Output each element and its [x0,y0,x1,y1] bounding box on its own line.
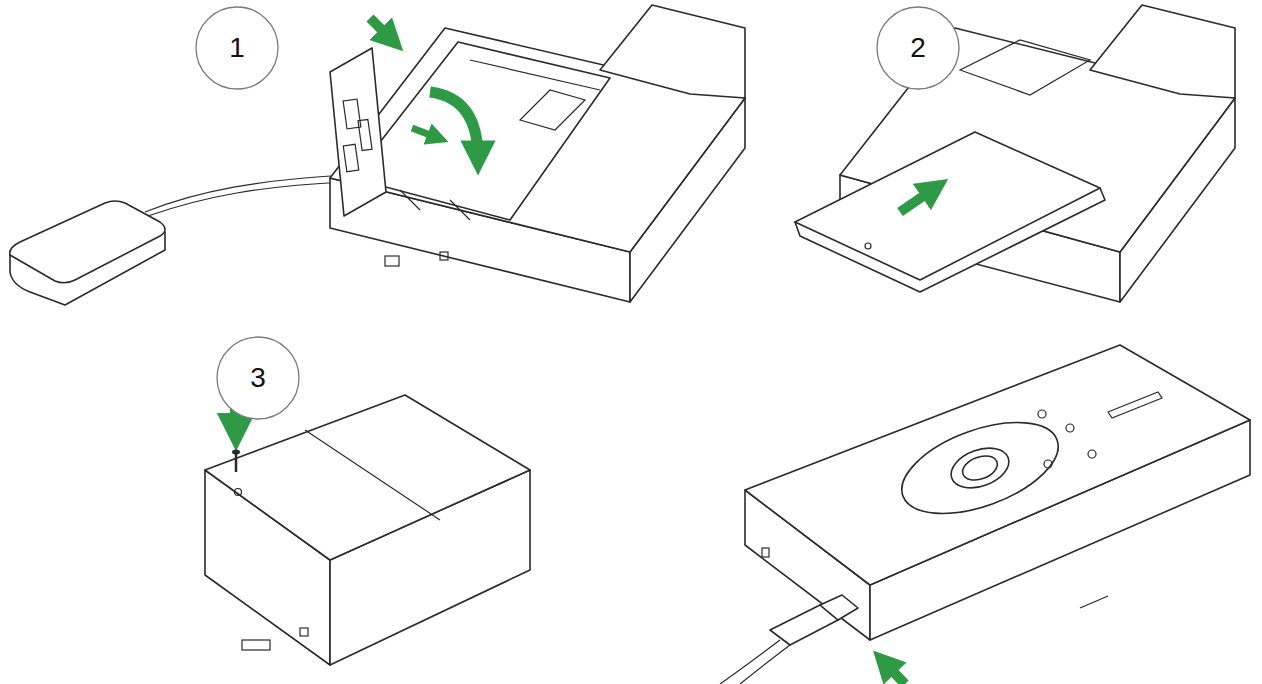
callout-circle: 3 [216,336,300,420]
sim-holder [330,48,386,216]
callout-number: 3 [250,362,266,394]
green-arrows-step1 [370,18,478,158]
callout-circle: 1 [195,6,279,90]
device-open-body [330,5,745,302]
callout-number: 2 [910,32,926,64]
battery-pack [10,175,345,305]
callout-number: 1 [229,32,245,64]
device-front-charging [720,345,1250,684]
callout-circle: 2 [876,6,960,90]
device-cover-slide [795,5,1235,302]
device-closed-back [205,395,530,665]
